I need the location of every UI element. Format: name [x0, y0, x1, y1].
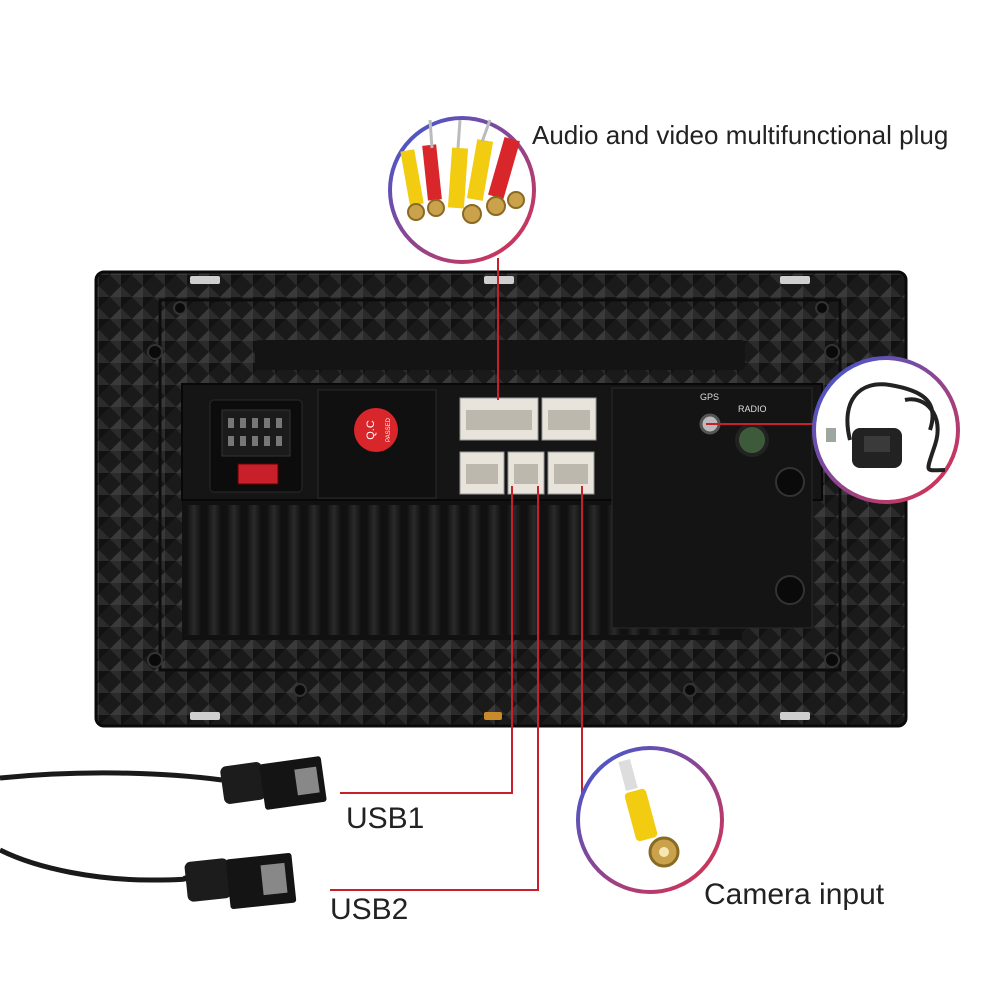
av-plug-inset — [388, 116, 536, 264]
camera-input-label: Camera input — [704, 878, 885, 911]
camera-rca-icon — [618, 758, 680, 868]
head-unit-chassis: Q.C PASSED GPS RADIO — [94, 270, 908, 728]
qc-sticker-text: Q.C — [365, 420, 377, 440]
usb2-label: USB2 — [330, 893, 409, 926]
gps-port-label: GPS — [700, 392, 719, 402]
white-connectors[interactable] — [459, 397, 597, 495]
radio-port[interactable] — [735, 423, 769, 457]
gps-antenna-icon — [826, 382, 946, 473]
usb1-cable — [0, 756, 327, 810]
qc-passed-text: PASSED — [386, 417, 392, 442]
gps-inset — [812, 356, 960, 504]
usb1-label: USB1 — [346, 802, 425, 835]
usb2-cable — [0, 847, 297, 910]
callout-lines — [330, 258, 816, 891]
av-plug-label: Audio and video multifunctional plug — [532, 120, 949, 150]
camera-inset — [576, 746, 724, 894]
qc-sticker — [354, 408, 398, 452]
radio-port-label: RADIO — [738, 404, 767, 414]
rca-cable-icon — [400, 119, 525, 224]
